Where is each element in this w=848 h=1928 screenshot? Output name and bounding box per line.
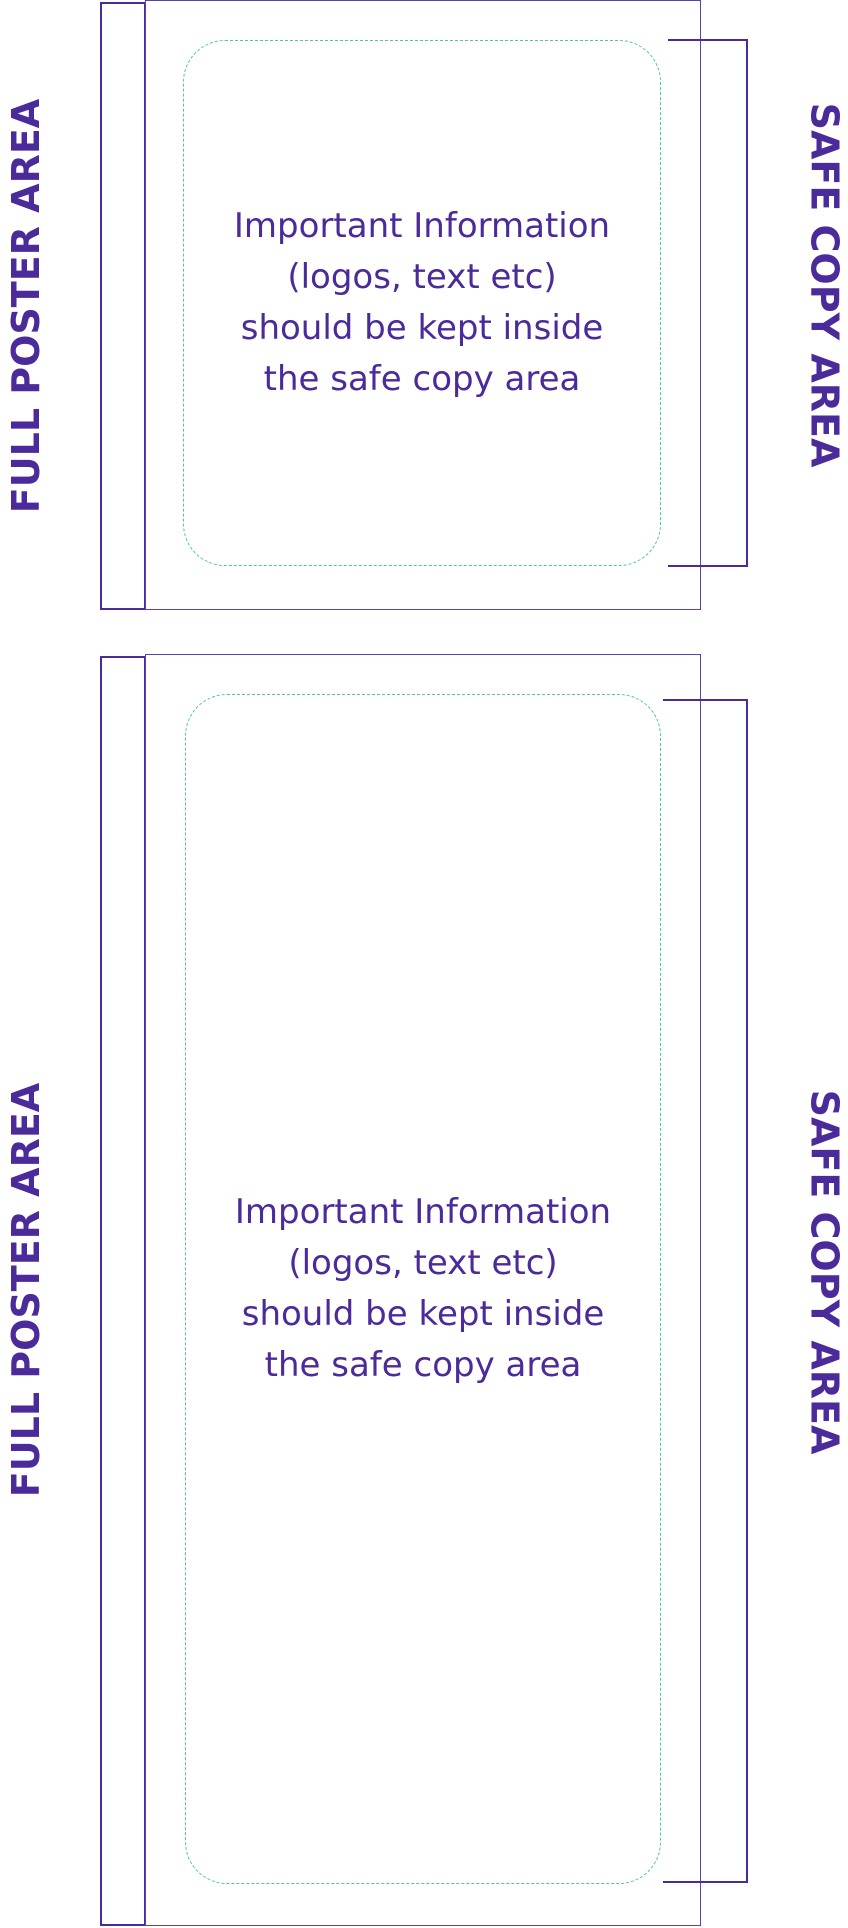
full-poster-area-label: FULL POSTER AREA	[4, 98, 48, 514]
poster-diagram-bottom: Important Information (logos, text etc) …	[0, 652, 848, 1928]
full-poster-area-label: FULL POSTER AREA	[4, 1082, 48, 1498]
poster-diagram-top: Important Information (logos, text etc) …	[0, 0, 848, 612]
info-text: Important Information (logos, text etc) …	[233, 206, 611, 399]
full-poster-area	[145, 0, 701, 610]
bleed-strip	[100, 656, 146, 1926]
info-text: Important Information (logos, text etc) …	[234, 1192, 612, 1385]
safe-copy-area-label: SAFE COPY AREA	[802, 1089, 846, 1455]
full-poster-area	[145, 654, 701, 1926]
safe-copy-area: Important Information (logos, text etc) …	[185, 694, 661, 1884]
safe-copy-area: Important Information (logos, text etc) …	[183, 40, 661, 566]
safe-copy-area-label: SAFE COPY AREA	[802, 102, 846, 468]
bleed-strip	[100, 2, 146, 610]
safe-area-bracket	[668, 39, 748, 567]
safe-area-bracket	[663, 699, 748, 1883]
